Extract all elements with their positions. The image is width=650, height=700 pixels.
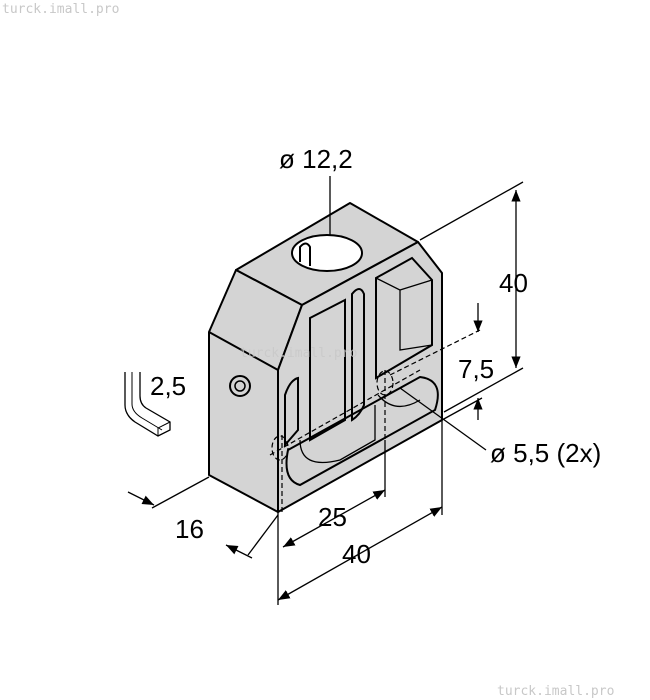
watermark-center: turck.imall.pro <box>240 346 357 361</box>
set-screw-icon <box>229 375 251 397</box>
label-hole-diameter: ø 12,2 <box>279 144 353 174</box>
label-depth: 16 <box>175 514 204 544</box>
lower-slot <box>285 375 439 487</box>
label-hole-offset: 7,5 <box>458 354 494 384</box>
hex-key-icon <box>124 372 171 437</box>
bracket-body <box>208 202 443 515</box>
label-width: 40 <box>342 539 371 569</box>
label-mount-hole: ø 5,5 (2x) <box>490 438 601 468</box>
pocket-right <box>375 256 433 380</box>
pocket-left <box>309 298 346 442</box>
label-hex-key: 2,5 <box>150 371 186 401</box>
label-height: 40 <box>499 268 528 298</box>
watermark-bottom: turck.imall.pro <box>497 684 614 699</box>
watermark-top: turck.imall.pro <box>2 2 119 17</box>
top-hole <box>291 234 363 272</box>
label-hole-spacing: 25 <box>318 502 347 532</box>
